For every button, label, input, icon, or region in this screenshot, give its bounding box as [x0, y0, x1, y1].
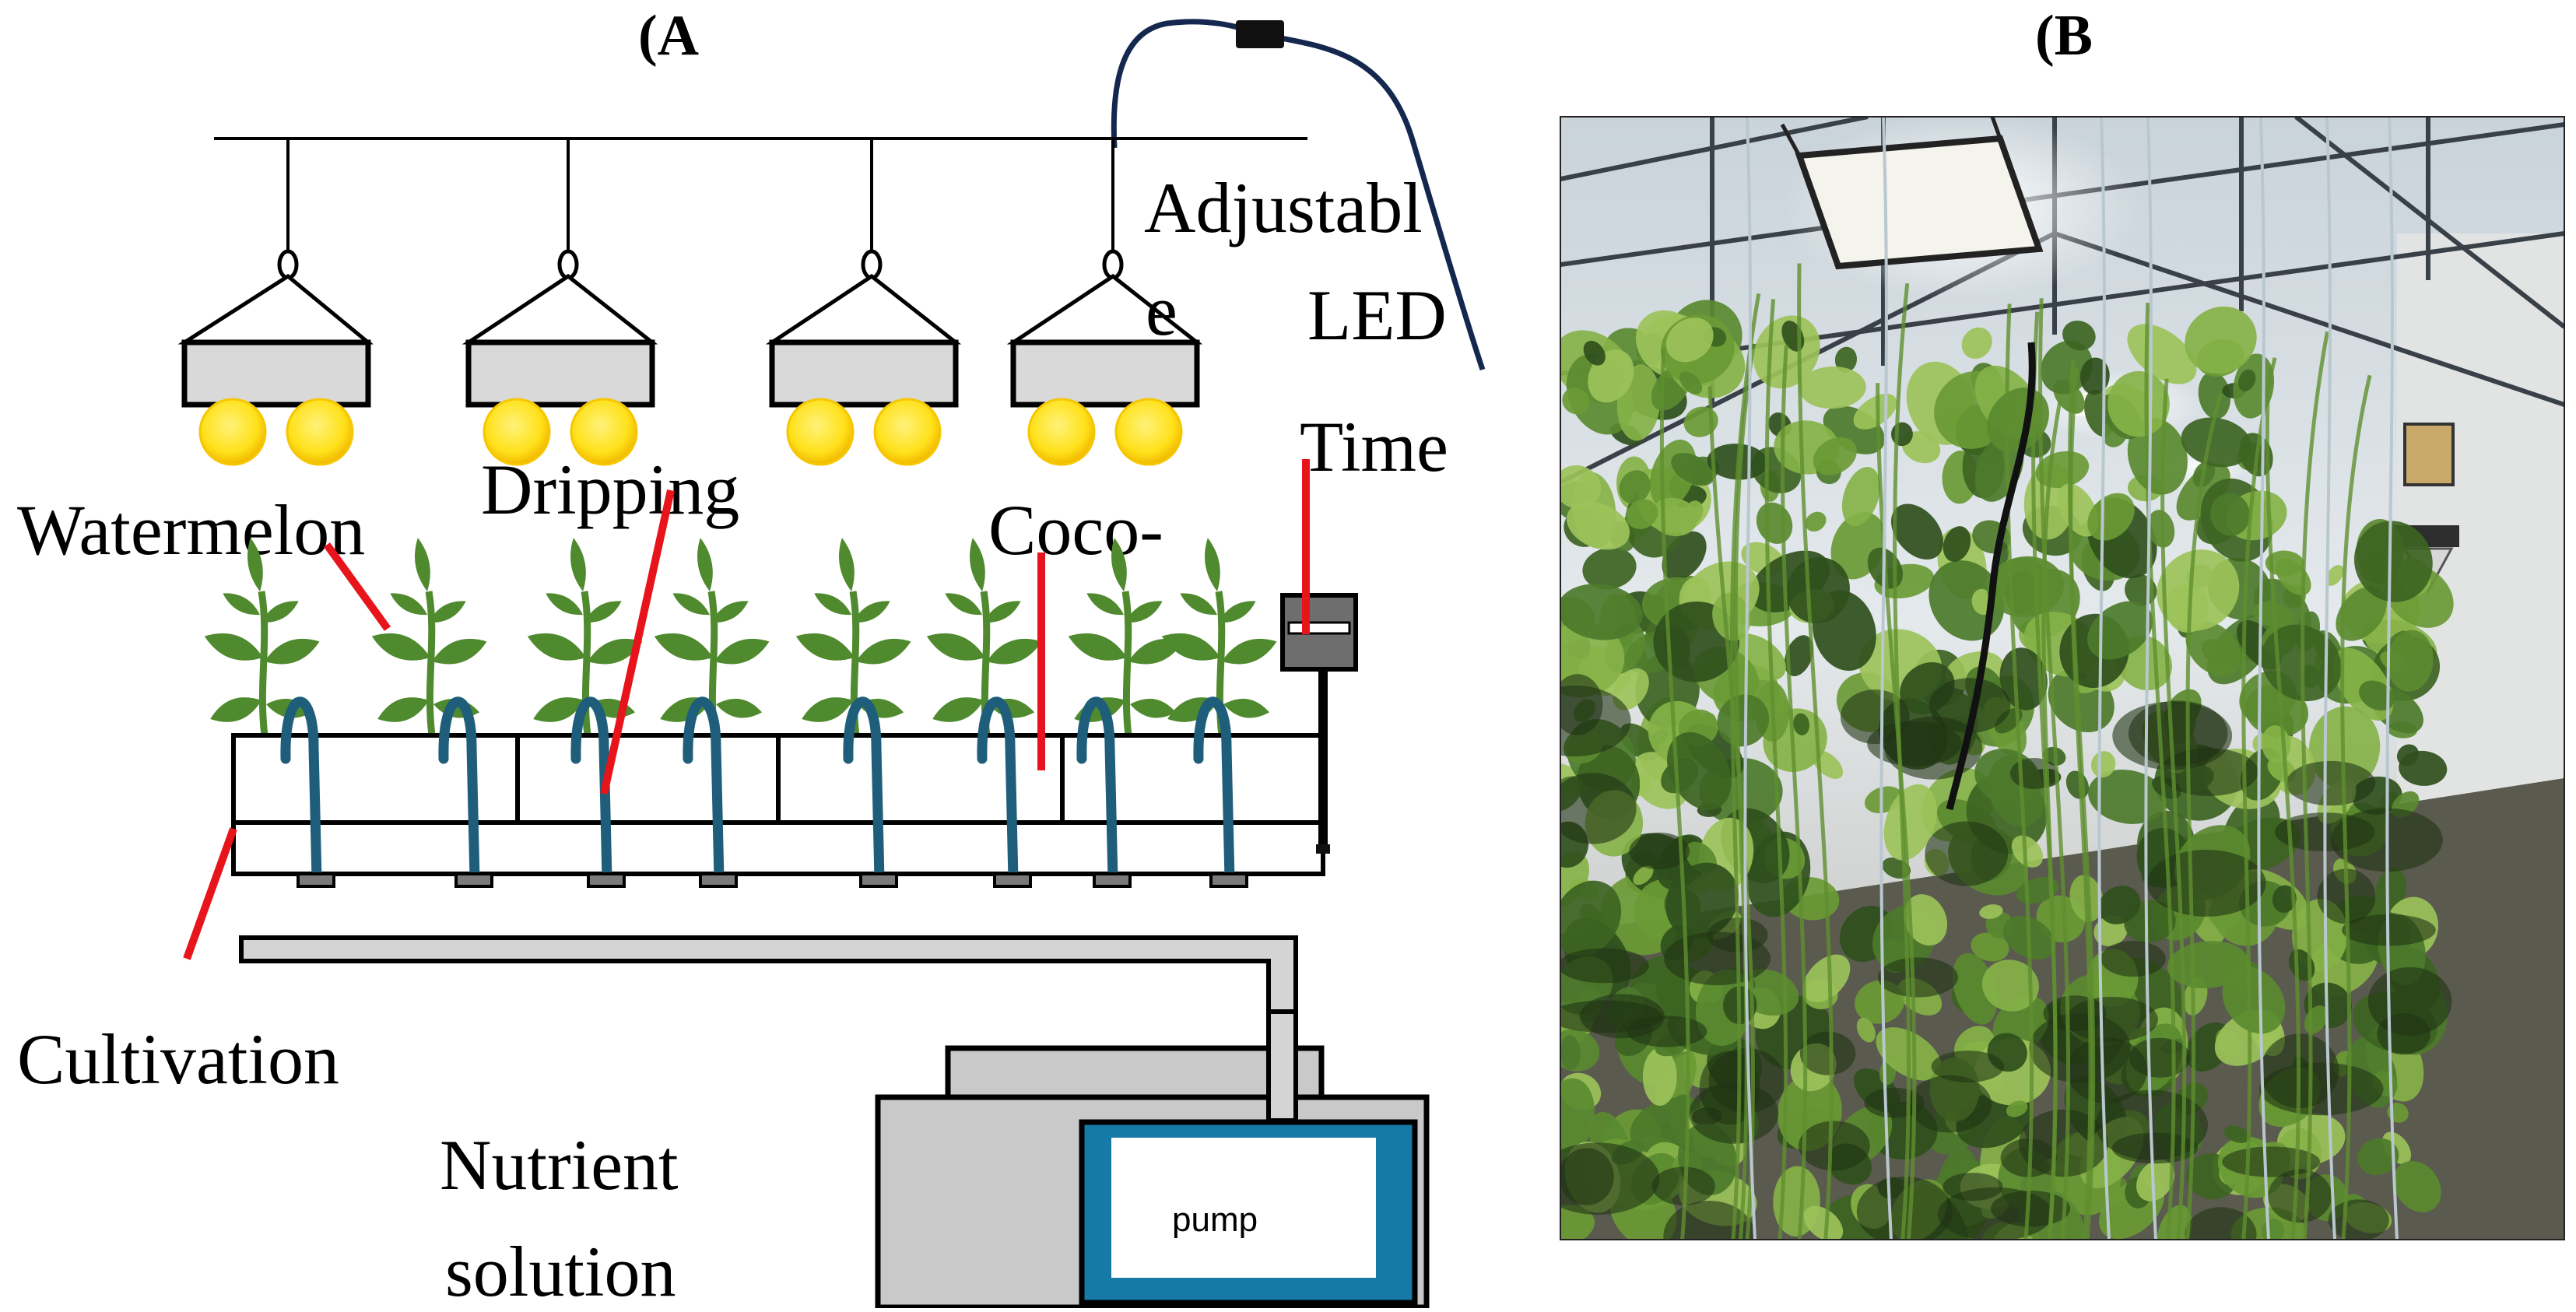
grow-lamp [765, 139, 962, 466]
panel-a-label: (A [638, 4, 699, 68]
drip-group [280, 696, 1248, 888]
label-coco: Coco- [988, 490, 1163, 570]
pump: pump [1079, 1119, 1418, 1306]
led-cable [1111, 19, 1486, 371]
label-led: LED [1307, 275, 1447, 355]
drip-emitter [859, 872, 898, 888]
led-bulb [286, 398, 354, 466]
grow-lamp [177, 139, 374, 466]
label-nutrient-line1: Nutrient [440, 1125, 679, 1205]
led-bulb [483, 398, 551, 466]
greenhouse-photo [1560, 117, 2564, 1240]
cultivation-trough [231, 733, 1325, 876]
watermelon-plant [926, 538, 1042, 736]
led-bulb [873, 398, 942, 466]
label-dripping: Dripping [481, 450, 739, 529]
lamp-group [177, 139, 1203, 466]
panel-b-label: (B [2035, 4, 2093, 68]
panel-b: (B [1560, 4, 2565, 1240]
led-bulb [1114, 398, 1183, 466]
drip-emitter [1093, 872, 1132, 888]
label-adjustable-line1: Adjustabl [1144, 168, 1423, 247]
drip-tube [438, 696, 493, 888]
label-adjustable-line2: e [1146, 271, 1177, 350]
cable-connector [1236, 20, 1284, 48]
label-pump: pump [1172, 1201, 1258, 1239]
leader-watermelon [323, 542, 391, 631]
drip-tube [280, 696, 335, 888]
photo-border [1560, 116, 2565, 1240]
drip-tube [1076, 696, 1132, 888]
leader-dripping [600, 489, 675, 795]
photo-hose [1946, 342, 2036, 811]
led-bulb [570, 398, 638, 466]
drip-tube [1193, 696, 1248, 888]
panel-a: (A Adjustabl e LED Time Dripping Waterme… [17, 4, 1486, 1311]
grow-lamp [1006, 139, 1203, 466]
led-bulb [1027, 398, 1096, 466]
drip-emitter [1209, 872, 1248, 888]
drip-emitter [699, 872, 738, 888]
label-time: Time [1300, 407, 1448, 486]
leader-cultivation [183, 827, 237, 960]
plant-group [204, 538, 1277, 736]
drip-emitter [297, 872, 335, 888]
label-nutrient-line2: solution [445, 1232, 676, 1308]
drip-emitter [587, 872, 626, 888]
drip-emitter [454, 872, 493, 888]
drip-tube [977, 696, 1032, 888]
watermelon-plant [371, 538, 487, 736]
drip-tube [570, 696, 626, 888]
label-cultivation: Cultivation [17, 1019, 339, 1099]
leader-lines [183, 459, 1310, 960]
drip-tube [683, 696, 738, 888]
led-bulb [786, 398, 855, 466]
grow-lamp [462, 139, 658, 466]
drip-tube [843, 696, 898, 888]
label-watermelon: Watermelon [17, 490, 365, 570]
drip-emitter [993, 872, 1032, 888]
led-bulb [198, 398, 267, 466]
